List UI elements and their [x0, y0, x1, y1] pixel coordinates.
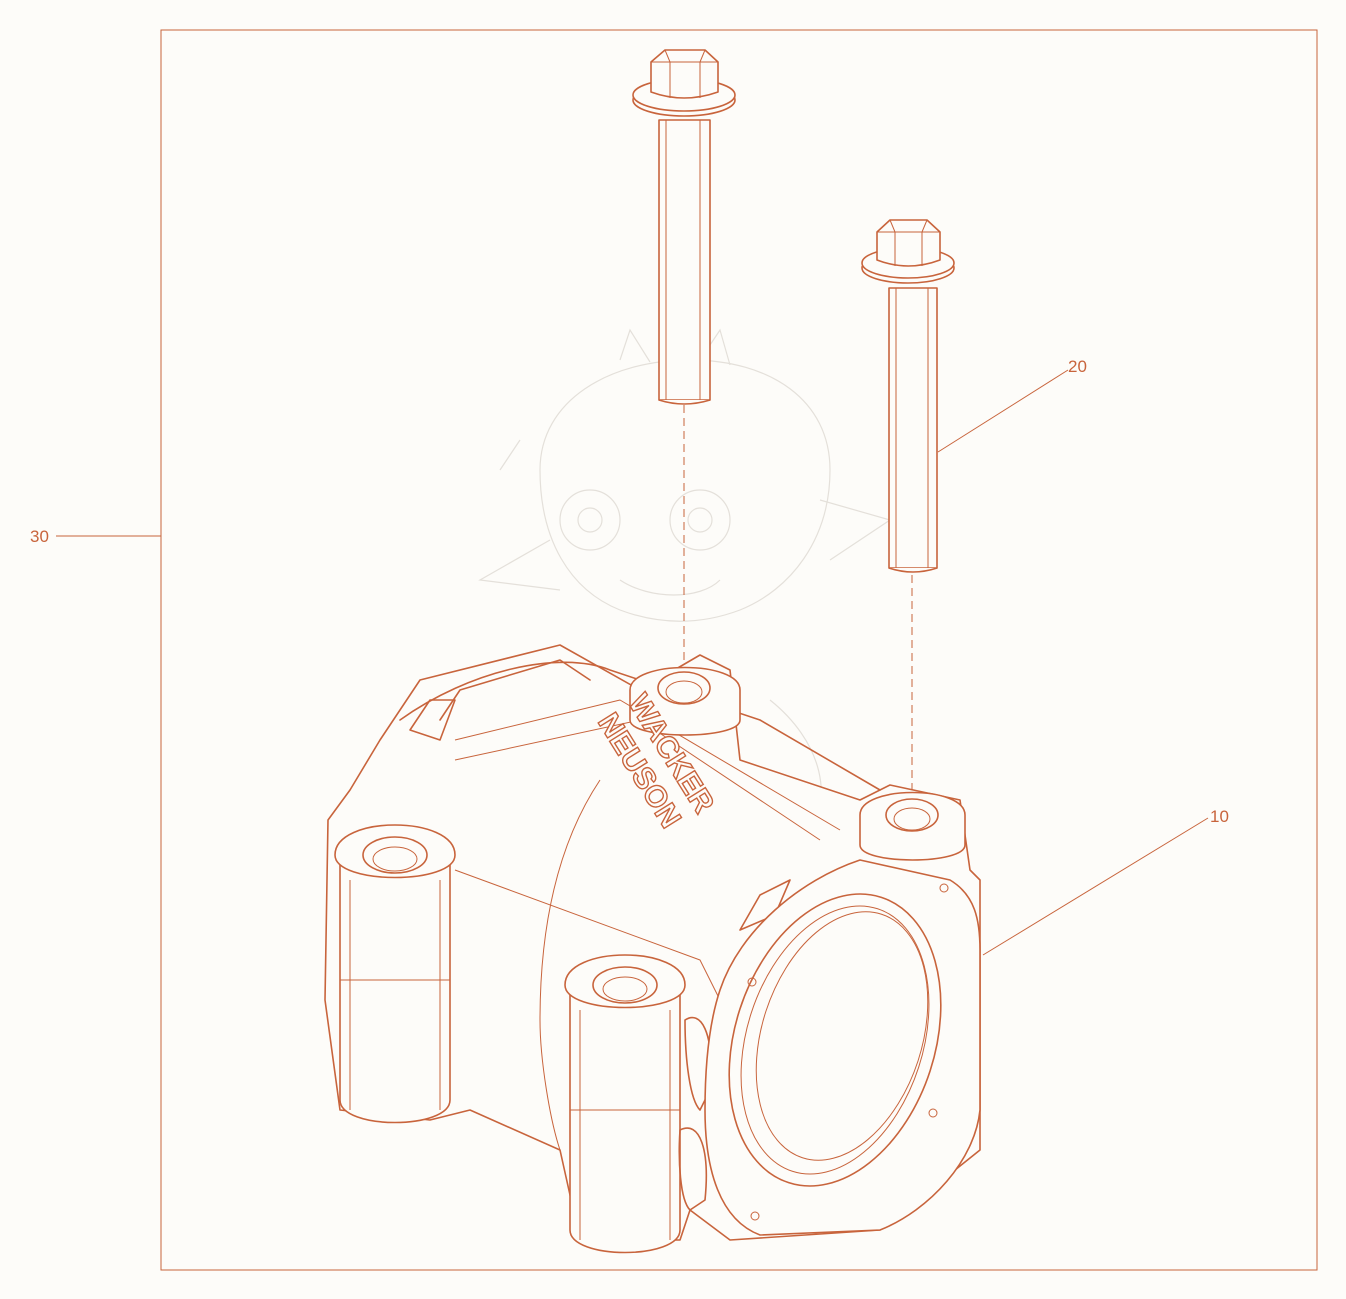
callout-10-leader: [982, 817, 1209, 956]
callout-30: 30: [30, 527, 49, 546]
housing-body: WACKER NEUSON: [324, 644, 981, 1254]
watermark-illustration: [478, 328, 892, 851]
callout-10: 10: [1210, 807, 1229, 826]
bolt-left: [632, 49, 736, 405]
callout-20: 20: [1068, 357, 1087, 376]
callout-20-leader: [937, 369, 1069, 453]
kit-bracket: [56, 29, 1318, 1271]
bolt-right: [861, 219, 955, 573]
